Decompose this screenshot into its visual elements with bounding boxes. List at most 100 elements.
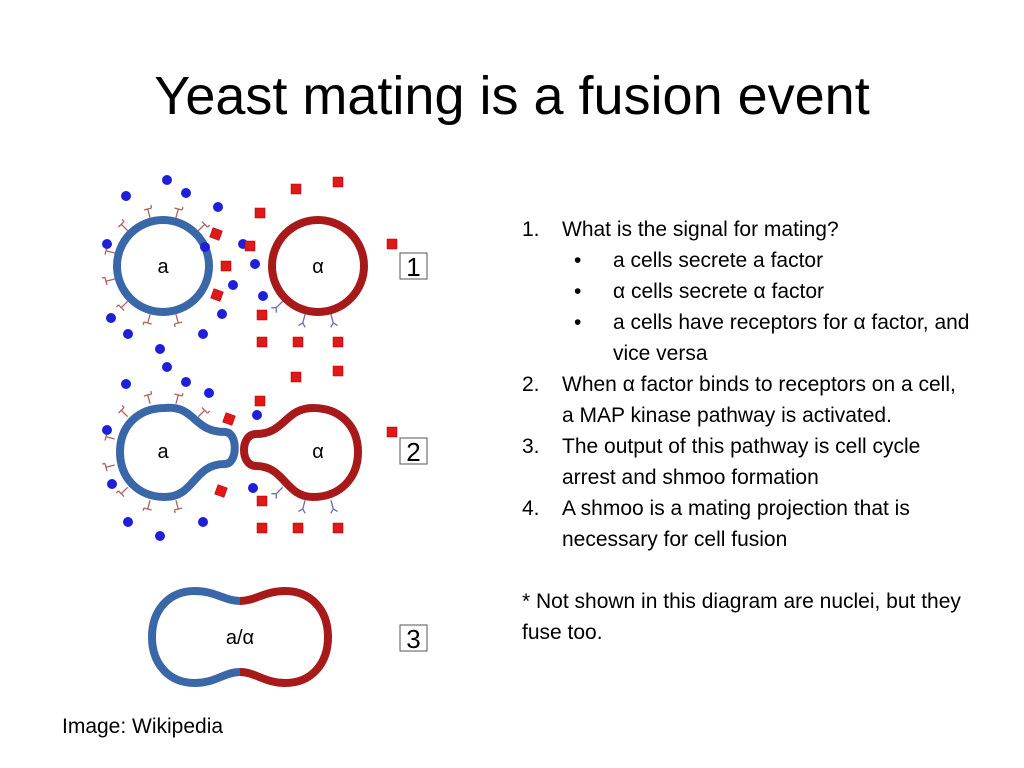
alpha-factor-square [254,207,266,219]
a-factor-dot [155,344,165,354]
alpha-factor-square [332,336,344,348]
fused-cell-alpha-half [239,586,333,688]
a-factor-dot [102,239,112,249]
a-factor-dot [107,479,117,489]
alpha-factor-square [254,395,266,407]
a-factor-dot [162,362,172,372]
alpha-factor-square [210,288,224,302]
bullet-list: • a cells secrete a factor • α cells sec… [522,245,972,369]
alpha-receptor [298,500,306,514]
a-receptor [143,204,153,218]
image-credit: Image: Wikipedia [62,715,224,738]
item-text: The output of this pathway is cell cycle… [562,435,921,489]
list-item: 2. When α factor binds to receptors on a… [522,369,972,431]
item-number: 3. [522,435,540,458]
list-item: 4. A shmoo is a mating projection that i… [522,493,972,555]
alpha-cell-label: α [312,441,324,463]
a-cell-receptors [101,204,211,328]
alpha-factor-square [292,336,304,348]
a-factor-dot [204,388,214,398]
fused-cell-a-half [147,586,241,688]
alpha-factor-square [222,412,236,426]
a-receptor [174,206,184,218]
alpha-factor-square [290,371,302,383]
a-factor-dot [252,410,262,420]
panel-label-box-3 [399,624,428,652]
a-factor-dot [181,377,191,387]
alpha-shmoo-cell [240,403,363,502]
a-receptor [173,314,183,328]
a-receptor [197,220,211,232]
alpha-factor-square [244,240,256,252]
item-text: What is the signal for mating? [562,218,839,241]
alpha-factor-square [214,484,228,498]
alpha-factor-square [290,183,302,195]
a-receptor [142,500,152,512]
panel-label-1: 1 [406,252,420,282]
panel-1: a α 1 [101,175,428,354]
alpha-factor-square [386,238,398,250]
a-factor-molecules [102,175,268,354]
item-text: When α factor binds to receptors on a ce… [562,373,956,427]
a-cell-label: a [157,441,169,463]
alpha-receptor [271,300,284,313]
a-factor-dot [106,313,116,323]
alpha-receptor [330,314,338,328]
numbered-list: 2. When α factor binds to receptors on a… [522,369,972,555]
a-receptor [117,404,129,418]
a-factor-dot [123,329,133,339]
a-factor-dot [250,259,260,269]
panel-label-box-2 [399,437,428,465]
a-factor-dot [198,329,208,339]
a-receptor [142,314,152,326]
alpha-receptor [330,500,338,514]
a-factor-dot [198,517,208,527]
a-shmoo-cell [115,403,239,502]
bullet-item: • α cells secrete α factor [522,276,972,307]
a-receptor [101,276,115,286]
slide-title: Yeast mating is a fusion event [154,66,870,126]
alpha-cell-receptors [271,486,338,514]
a-factor-molecules [102,362,262,541]
explanation-text: 1. What is the signal for mating? • a ce… [522,214,972,648]
footnote: * Not shown in this diagram are nuclei, … [522,590,961,644]
a-cell-label: a [157,256,169,278]
a-receptor [143,390,153,404]
bullet-dot: • [574,280,582,303]
alpha-factor-square [332,365,344,377]
a-receptor [115,486,129,498]
a-cell [113,216,213,316]
a-receptor [101,462,115,472]
bullet-text: a cells have receptors for α factor, and… [613,311,970,365]
a-receptor [174,392,184,404]
item-number: 2. [522,373,540,396]
panel-2: a α 2 [101,362,428,541]
a-factor-dot [162,175,172,185]
alpha-factor-square [386,426,398,438]
alpha-factor-molecules [209,176,398,348]
a-factor-dot [121,379,131,389]
a-cell-receptors [101,390,211,514]
alpha-receptor [271,486,284,499]
alpha-cell-label: α [312,256,324,278]
a-factor-dot [217,309,227,319]
alpha-cell-receptors [271,300,338,328]
a-factor-dot [102,425,112,435]
a-receptor [173,500,183,514]
bullet-text: α cells secrete α factor [613,280,825,303]
bullet-item: • a cells have receptors for α factor, a… [522,307,972,369]
a-factor-dot [155,531,165,541]
alpha-factor-square [256,522,268,534]
fused-cell-label: a/α [226,627,254,649]
alpha-factor-square [292,522,304,534]
alpha-factor-square [256,495,268,507]
alpha-factor-square [220,260,232,272]
panel-label-box-1 [399,252,428,280]
list-item: 1. What is the signal for mating? [522,214,972,245]
bullet-dot: • [574,311,582,334]
a-factor-dot [258,291,268,301]
alpha-factor-molecules [214,365,398,534]
numbered-list: 1. What is the signal for mating? [522,214,972,245]
a-factor-dot [121,191,131,201]
panel-label-2: 2 [406,437,420,467]
